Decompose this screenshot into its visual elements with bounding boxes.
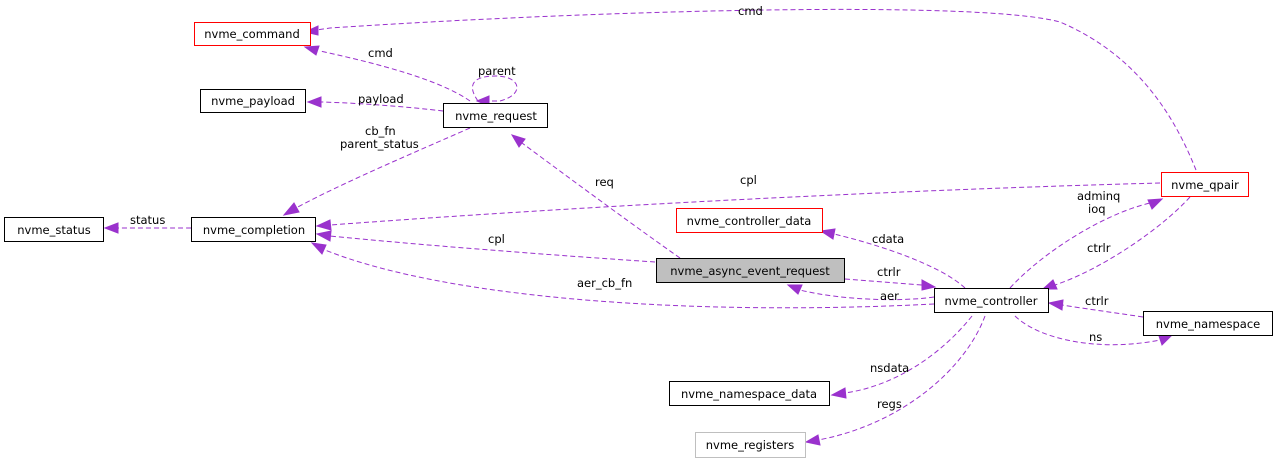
edge-label-qpair-cpl: cpl xyxy=(740,173,757,187)
edge-namespace-controller xyxy=(1047,299,1144,318)
node-nvme-payload[interactable]: nvme_payload xyxy=(200,89,306,113)
node-nvme-controller-data[interactable]: nvme_controller_data xyxy=(676,208,823,233)
node-label: nvme_status xyxy=(17,223,90,237)
edge-label-aer-cpl: cpl xyxy=(488,232,505,246)
node-label: nvme_namespace_data xyxy=(681,387,817,401)
edge-label-qpair-cmd: cmd xyxy=(738,4,763,18)
edge-aer-completion xyxy=(315,230,656,263)
edge-controller-aer xyxy=(786,284,935,301)
edge-label-aer-req: req xyxy=(595,175,614,189)
node-label: nvme_registers xyxy=(706,438,794,452)
node-nvme-namespace-data[interactable]: nvme_namespace_data xyxy=(669,381,830,406)
edge-request-payload xyxy=(306,96,444,112)
edge-label-request-parent-status: parent_status xyxy=(340,137,419,151)
node-label: nvme_completion xyxy=(203,223,305,237)
node-label: nvme_qpair xyxy=(1171,178,1239,192)
edge-controller-nsdata xyxy=(830,315,973,399)
edge-label-controller-cdata: cdata xyxy=(872,232,904,246)
node-nvme-completion[interactable]: nvme_completion xyxy=(191,217,316,242)
edge-label-namespace-ctrlr: ctrlr xyxy=(1085,294,1109,308)
edge-label-controller-aer-cb-fn: aer_cb_fn xyxy=(577,276,632,290)
edge-qpair-controller xyxy=(1041,196,1191,290)
edge-request-completion xyxy=(282,127,471,216)
node-label: nvme_command xyxy=(204,27,300,41)
node-nvme-async-event-request[interactable]: nvme_async_event_request xyxy=(656,258,845,283)
edge-label-controller-aer: aer xyxy=(880,289,899,303)
edge-label-controller-adminq: adminq xyxy=(1077,189,1120,203)
edge-request-parent-loop xyxy=(472,75,518,107)
node-nvme-request[interactable]: nvme_request xyxy=(443,103,548,128)
edge-label-request-parent: parent xyxy=(478,64,516,78)
edge-label-request-cb-fn: cb_fn xyxy=(365,124,396,138)
edge-label-request-payload: payload xyxy=(358,92,404,106)
edge-controller-cdata xyxy=(819,228,966,289)
node-label: nvme_request xyxy=(455,109,537,123)
node-nvme-qpair[interactable]: nvme_qpair xyxy=(1161,172,1249,197)
node-label: nvme_async_event_request xyxy=(670,264,830,278)
edge-controller-registers xyxy=(804,315,986,446)
edge-label-controller-ns: ns xyxy=(1089,330,1102,344)
edge-aer-controller xyxy=(844,278,937,291)
node-nvme-controller[interactable]: nvme_controller xyxy=(934,288,1049,313)
edge-aer-request xyxy=(510,134,681,259)
edge-label-aer-ctrlr: ctrlr xyxy=(877,265,901,279)
edge-label-controller-regs: regs xyxy=(877,397,902,411)
node-nvme-command[interactable]: nvme_command xyxy=(194,22,311,46)
node-label: nvme_controller_data xyxy=(687,214,812,228)
node-nvme-status[interactable]: nvme_status xyxy=(4,217,104,242)
node-label: nvme_namespace xyxy=(1156,317,1260,331)
edge-controller-completion xyxy=(310,242,935,309)
node-nvme-registers[interactable]: nvme_registers xyxy=(695,432,806,458)
edge-label-request-cmd: cmd xyxy=(368,46,393,60)
edge-request-command xyxy=(303,45,471,102)
node-label: nvme_payload xyxy=(211,94,295,108)
edge-completion-status xyxy=(103,222,191,234)
edge-label-qpair-ctrlr: ctrlr xyxy=(1087,241,1111,255)
edge-label-controller-ioq: ioq xyxy=(1088,202,1106,216)
edge-controller-qpair xyxy=(1009,198,1164,289)
node-nvme-namespace[interactable]: nvme_namespace xyxy=(1143,311,1273,336)
edge-qpair-command xyxy=(303,8,1197,171)
edge-qpair-completion xyxy=(315,182,1161,231)
edge-label-completion-status: status xyxy=(130,213,165,227)
edge-label-controller-nsdata: nsdata xyxy=(870,361,909,375)
node-label: nvme_controller xyxy=(945,294,1038,308)
